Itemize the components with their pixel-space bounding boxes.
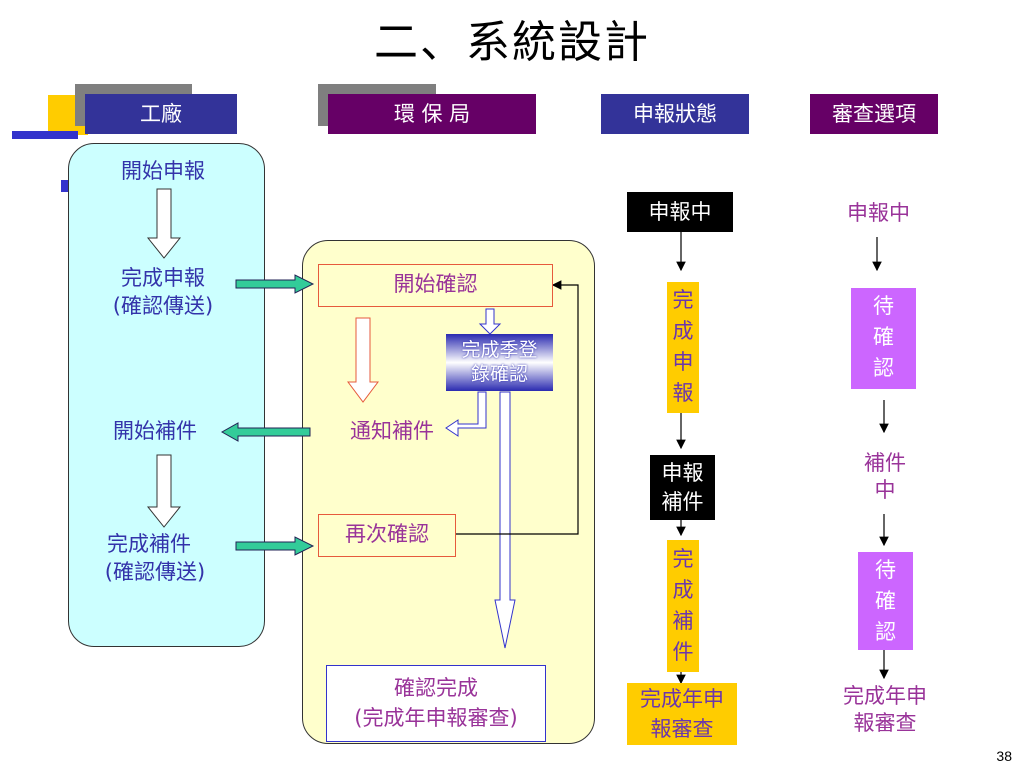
factory-supplement-done-line1: 完成補件 xyxy=(107,532,191,556)
green-arrow-left xyxy=(220,422,311,442)
header-factory: 工廠 xyxy=(85,94,237,134)
review-supplement: 補件 中 xyxy=(864,451,906,502)
factory-complete-line1: 完成申報 xyxy=(121,266,205,290)
epa-down-arrow-small xyxy=(478,308,502,335)
status-reporting: 申報中 xyxy=(627,192,733,232)
header-epa: 環 保 局 xyxy=(328,94,536,134)
epa-notify-arrow xyxy=(445,391,487,437)
epa-reconfirm-box xyxy=(318,514,456,557)
factory-start: 開始申報 xyxy=(121,159,205,183)
status-supplement: 申報 補件 xyxy=(650,455,715,520)
epa-done-line2: (完成年申報審查) xyxy=(354,706,518,730)
epa-lane xyxy=(302,240,595,744)
header-review: 審查選項 xyxy=(810,94,938,134)
epa-reconfirm: 再次確認 xyxy=(345,522,429,546)
epa-start-confirm: 開始確認 xyxy=(393,272,478,296)
status-completed: 完 成 申 報 xyxy=(667,282,699,413)
reconfirm-loop-line xyxy=(455,280,579,535)
epa-long-down-arrow xyxy=(494,391,516,649)
epa-season-confirm-line1: 完成季登 xyxy=(461,339,538,361)
epa-season-confirm-box xyxy=(446,334,553,391)
green-arrow-right-1 xyxy=(235,274,315,294)
header-status: 申報狀態 xyxy=(601,94,749,134)
slide-title: 二、系統設計 xyxy=(374,17,650,68)
status-supplement-done: 完 成 補 件 xyxy=(667,540,699,672)
review-pending-1: 待 確 認 xyxy=(851,288,916,389)
epa-notify: 通知補件 xyxy=(350,419,434,443)
review-annual-done: 完成年申 報審查 xyxy=(843,684,927,735)
status-annual-done: 完成年申 報審查 xyxy=(627,683,737,745)
factory-supplement-done-line2: (確認傳送) xyxy=(104,560,206,584)
epa-season-confirm-line2: 錄確認 xyxy=(470,363,528,385)
page-number: 38 xyxy=(996,748,1012,764)
factory-supplement-start: 開始補件 xyxy=(113,419,197,443)
factory-down-arrow-2 xyxy=(146,454,182,528)
review-reporting: 申報中 xyxy=(847,201,910,225)
factory-complete-line2: (確認傳送) xyxy=(112,294,214,318)
epa-start-confirm-box xyxy=(318,264,553,307)
factory-down-arrow-1 xyxy=(146,188,182,259)
epa-done-box xyxy=(326,665,546,742)
epa-done-line1: 確認完成 xyxy=(394,676,478,700)
review-pending-2: 待 確 認 xyxy=(858,552,913,650)
green-arrow-right-2 xyxy=(235,536,315,556)
deco-blue-bar xyxy=(12,131,78,139)
deco-blue-small xyxy=(61,180,69,192)
epa-down-arrow-left xyxy=(347,317,379,403)
